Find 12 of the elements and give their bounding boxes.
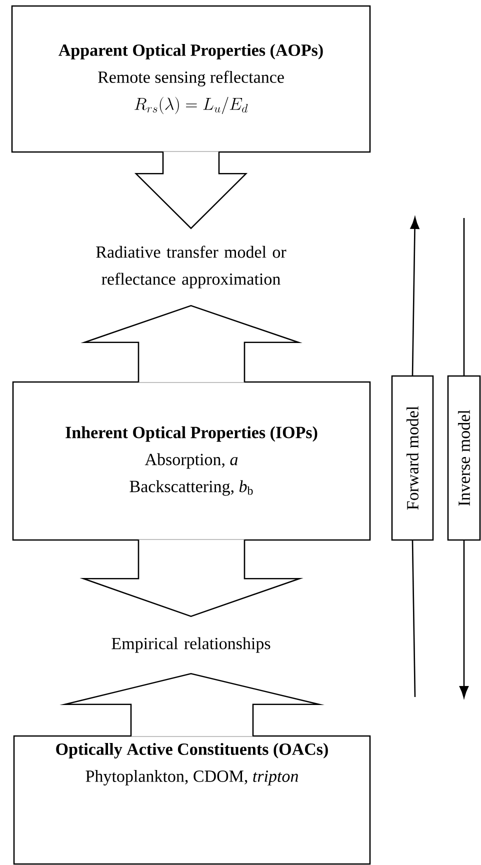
- process-label: Empirical relationships: [112, 637, 270, 653]
- block-arrow: [80, 539, 304, 618]
- model-box: Inverse model: [447, 375, 481, 541]
- line: [463, 218, 465, 376]
- block-arrow: [80, 304, 302, 383]
- arrow: [410, 217, 420, 376]
- line: [412, 540, 416, 698]
- model-box: Forward model: [391, 375, 434, 541]
- block-arrow: [134, 151, 248, 230]
- arrow: [459, 540, 469, 698]
- block-arrow: [60, 672, 324, 737]
- process-label: Radiative transfer model or reflectance approximation: [96, 246, 286, 288]
